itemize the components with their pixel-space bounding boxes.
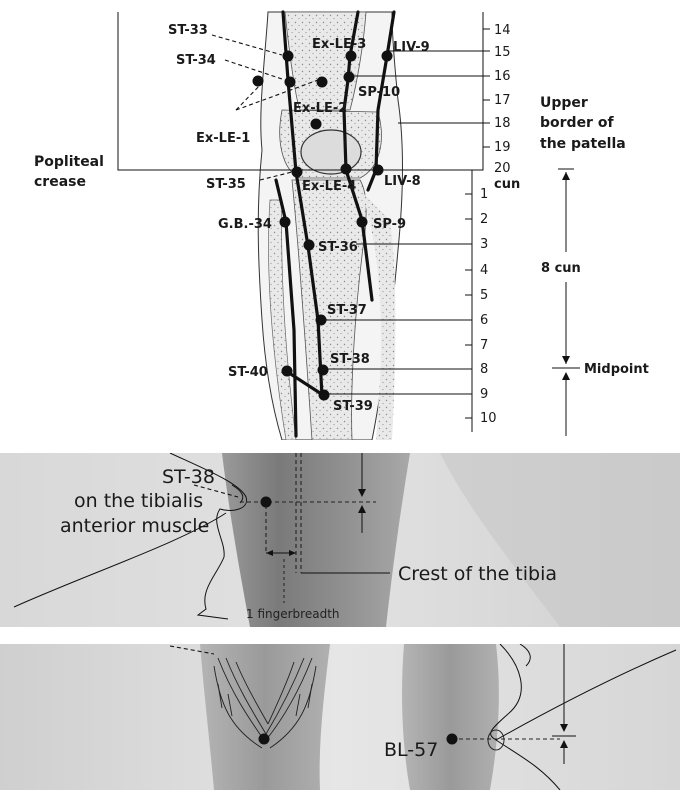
point-st38 — [318, 365, 329, 376]
point-sp10 — [344, 72, 355, 83]
exle1-leader — [236, 83, 262, 110]
popliteal-label-line2: crease — [34, 174, 86, 190]
st38-photo-label-line2: on the tibialis — [74, 490, 203, 512]
upper-border-line1: Upper — [540, 95, 588, 111]
label-st36: ST-36 — [318, 240, 358, 255]
patella — [301, 130, 361, 174]
label-liv8: LIV-8 — [384, 174, 421, 189]
point-exle2-upper — [317, 77, 328, 88]
label-st35: ST-35 — [206, 177, 246, 192]
upper-border-line2: border of — [540, 115, 614, 131]
knee-diagram-svg: 14 15 16 17 18 19 20 cun 1 2 3 4 5 6 7 8… — [0, 0, 680, 440]
st38-photo-panel: ST-38 on the tibialis anterior muscle Cr… — [0, 453, 680, 627]
point-sp9 — [357, 217, 368, 228]
st38-photo-svg: ST-38 on the tibialis anterior muscle Cr… — [0, 453, 680, 627]
cun-unit-label: cun — [494, 177, 520, 192]
label-st34: ST-34 — [176, 53, 216, 68]
point-exle3 — [346, 51, 357, 62]
point-gb34 — [280, 217, 291, 228]
scale-14: 14 — [494, 23, 511, 38]
point-exle4 — [341, 164, 352, 175]
right-calf — [402, 644, 499, 790]
upper-border-line3: the patella — [540, 136, 626, 152]
midpoint-label: Midpoint — [584, 362, 649, 377]
popliteal-label-line1: Popliteal — [34, 154, 104, 170]
crest-of-tibia-label: Crest of the tibia — [398, 563, 557, 585]
label-st33: ST-33 — [168, 23, 208, 38]
label-st38: ST-38 — [330, 352, 370, 367]
shin-photo — [222, 453, 410, 627]
point-st34 — [285, 77, 296, 88]
scale-4: 4 — [480, 263, 488, 278]
scale-3: 3 — [480, 237, 488, 252]
knee-acupoint-diagram: 14 15 16 17 18 19 20 cun 1 2 3 4 5 6 7 8… — [0, 0, 680, 440]
label-sp10: SP-10 — [358, 85, 400, 100]
label-exle1: Ex-LE-1 — [196, 131, 250, 146]
scale-1: 1 — [480, 187, 488, 202]
point-st35 — [292, 167, 303, 178]
label-sp9: SP-9 — [373, 217, 406, 232]
point-st33 — [283, 51, 294, 62]
scale-8: 8 — [480, 362, 488, 377]
scale-18: 18 — [494, 116, 511, 131]
eight-cun-label: 8 cun — [541, 261, 581, 276]
point-st37 — [316, 315, 327, 326]
scale-15: 15 — [494, 45, 511, 60]
bl57-photo-svg: BL-57 — [0, 644, 680, 790]
point-st39 — [319, 390, 330, 401]
label-exle4: Ex-LE-4 — [302, 179, 356, 194]
scale-5: 5 — [480, 288, 488, 303]
scale-17: 17 — [494, 93, 511, 108]
label-exle3: Ex-LE-3 — [312, 37, 366, 52]
scale-16: 16 — [494, 69, 511, 84]
label-gb34: G.B.-34 — [218, 217, 272, 232]
bl57-photo-panel: BL-57 — [0, 644, 680, 790]
point-exle2 — [311, 119, 322, 130]
point-liv8 — [373, 165, 384, 176]
bl57-label: BL-57 — [384, 739, 438, 761]
scale-9: 9 — [480, 387, 488, 402]
eight-cun-measure: 8 cun Midpoint — [541, 169, 649, 436]
point-liv9 — [382, 51, 393, 62]
point-st38-photo — [261, 497, 272, 508]
left-calf — [200, 644, 330, 790]
photo-background-bottom — [0, 644, 680, 790]
label-st39: ST-39 — [333, 399, 373, 414]
scale-6: 6 — [480, 313, 488, 328]
scale-20: 20 — [494, 161, 511, 176]
scale-7: 7 — [480, 338, 488, 353]
point-exle1 — [253, 76, 264, 87]
scale-10: 10 — [480, 411, 497, 426]
point-st36 — [304, 240, 315, 251]
label-exle2: Ex-LE-2 — [293, 101, 347, 116]
point-st40 — [282, 366, 293, 377]
scale-2: 2 — [480, 212, 488, 227]
scale-19: 19 — [494, 140, 511, 155]
label-st40: ST-40 — [228, 365, 268, 380]
st38-photo-label: ST-38 — [162, 466, 215, 488]
label-liv9: LIV-9 — [393, 40, 430, 55]
st38-photo-label-line3: anterior muscle — [60, 515, 209, 537]
point-bl57 — [447, 734, 458, 745]
point-left-calf — [259, 734, 270, 745]
fingerbreadth-label: 1 fingerbreadth — [246, 607, 340, 621]
label-st37: ST-37 — [327, 303, 367, 318]
